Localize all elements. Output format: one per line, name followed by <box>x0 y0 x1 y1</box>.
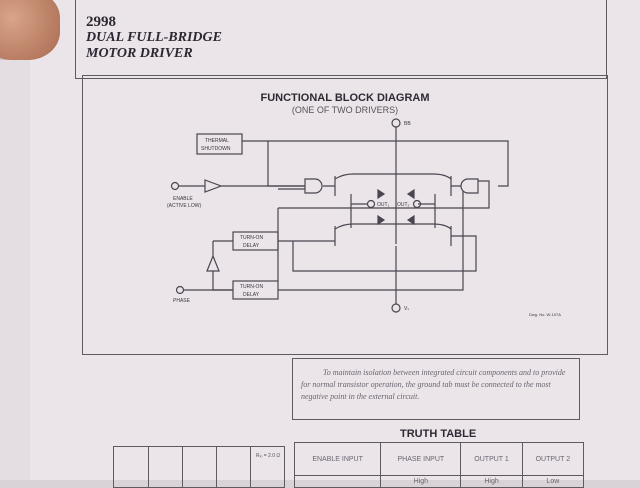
th-out2: OUTPUT 2 <box>521 442 585 476</box>
svg-text:DELAY: DELAY <box>243 292 260 298</box>
vs-terminal <box>391 303 401 313</box>
thermal-shutdown-block <box>196 133 243 155</box>
block-diagram: FUNCTIONAL BLOCK DIAGRAM (ONE OF TWO DRI… <box>82 75 608 355</box>
out1-terminal <box>366 199 376 209</box>
th-phase: PHASE INPUT <box>380 442 462 476</box>
svg-text:OUT₁: OUT₁ <box>377 202 390 208</box>
header-box: 2998 DUAL FULL-BRIDGE MOTOR DRIVER <box>75 0 607 79</box>
vbb-label: BB <box>404 121 411 127</box>
svg-text:ENABLE: ENABLE <box>173 196 193 202</box>
svg-text:DELAY: DELAY <box>243 243 260 249</box>
vbb-terminal <box>391 118 401 128</box>
drawing-number: Dwg. No. W-107A <box>529 312 561 317</box>
svg-text:SHUTDOWN: SHUTDOWN <box>201 146 231 152</box>
circuit-schematic: BB THERMAL SHUTDOWN ENABLE (ACTIVE LOW) … <box>167 118 561 317</box>
and-gate-left <box>304 178 323 194</box>
part-number: 2998 <box>86 14 116 30</box>
svg-text:OUT₂: OUT₂ <box>397 202 410 208</box>
table-row: High High Low <box>293 475 585 488</box>
out2-terminal <box>412 199 422 209</box>
diagram-title: FUNCTIONAL BLOCK DIAGRAM <box>260 92 430 104</box>
th-enable: ENABLE INPUT <box>293 442 382 476</box>
finger <box>0 0 60 60</box>
datasheet-page: 2998 DUAL FULL-BRIDGE MOTOR DRIVER FUNCT… <box>30 0 640 488</box>
and-gate-right <box>460 178 479 194</box>
svg-text:THERMAL: THERMAL <box>205 138 229 144</box>
svg-text:(ACTIVE LOW): (ACTIVE LOW) <box>167 203 202 209</box>
th-out1: OUTPUT 1 <box>460 442 523 476</box>
truth-table-title: TRUTH TABLE <box>400 428 477 440</box>
title-line-2: MOTOR DRIVER <box>86 46 193 61</box>
graph-label: Rₗₒ = 2.0 Ω <box>256 453 281 459</box>
svg-text:Vₛ: Vₛ <box>404 306 409 312</box>
enable-terminal <box>170 181 180 191</box>
phase-terminal <box>175 285 185 295</box>
note-box: To maintain isolation between integrated… <box>292 358 580 420</box>
svg-text:TURN-ON: TURN-ON <box>240 284 263 290</box>
title-line-1: DUAL FULL-BRIDGE <box>86 30 222 45</box>
svg-text:TURN-ON: TURN-ON <box>240 235 263 241</box>
truth-table: ENABLE INPUT PHASE INPUT OUTPUT 1 OUTPUT… <box>293 442 585 488</box>
svg-text:PHASE: PHASE <box>173 298 191 304</box>
diagram-subtitle: (ONE OF TWO DRIVERS) <box>291 105 399 115</box>
characteristic-graph: Rₗₒ = 2.0 Ω <box>113 446 285 488</box>
isolation-note: To maintain isolation between integrated… <box>301 368 566 401</box>
